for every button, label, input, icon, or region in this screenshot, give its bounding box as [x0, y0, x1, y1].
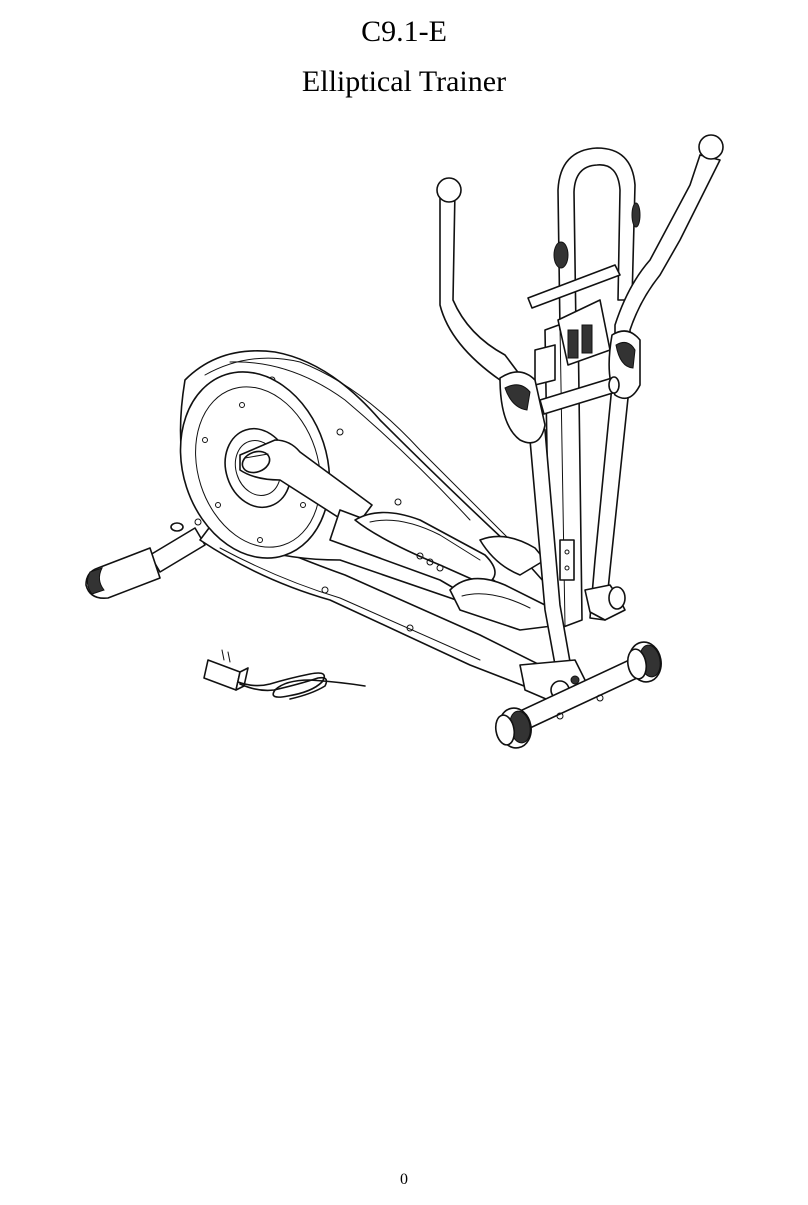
page-number: 0	[0, 1170, 808, 1190]
rear-stabilizer	[86, 523, 205, 598]
product-title: Elliptical Trainer	[0, 64, 808, 100]
power-adapter	[204, 650, 365, 699]
handle-arm-right	[590, 135, 723, 620]
elliptical-trainer-illustration	[0, 120, 808, 780]
model-title: C9.1-E	[0, 14, 808, 50]
